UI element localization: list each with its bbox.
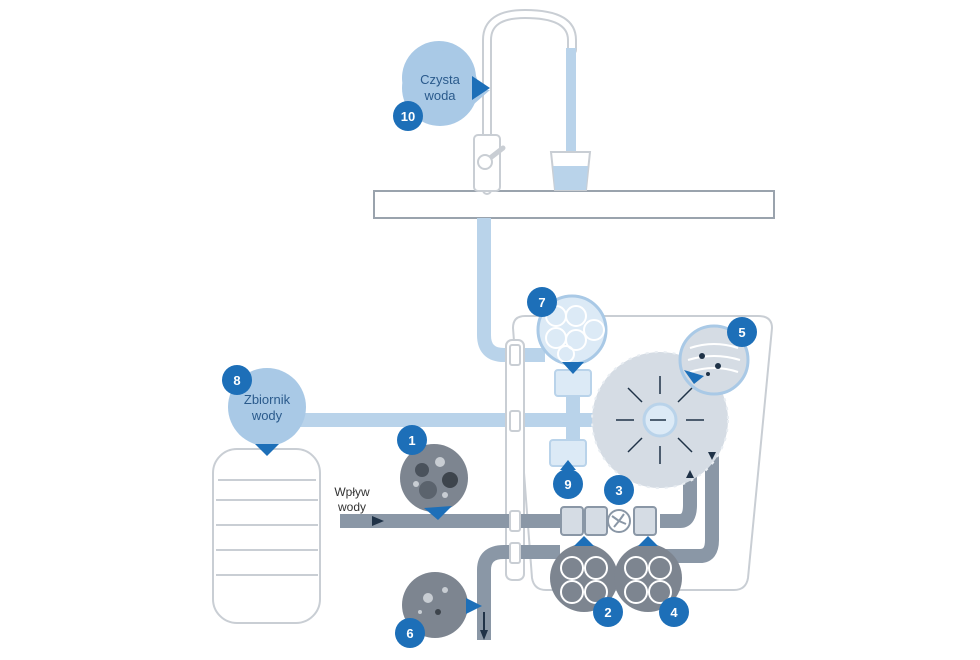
marker-9-dot bbox=[553, 469, 583, 499]
marker-9-pointer bbox=[560, 460, 576, 470]
connectors bbox=[509, 344, 521, 564]
callout-1: 1 bbox=[397, 425, 468, 520]
countertop bbox=[373, 190, 775, 219]
marker-5: 5 bbox=[738, 325, 745, 340]
marker-8: 8 bbox=[233, 373, 240, 388]
clean-water-line2: woda bbox=[423, 88, 456, 103]
down-arrow bbox=[708, 452, 716, 460]
callout-6: 6 bbox=[395, 572, 482, 648]
sediment-filter-2b bbox=[584, 506, 608, 536]
marker-3-dot bbox=[604, 475, 634, 505]
callout-5: 5 bbox=[678, 317, 757, 396]
sediment-filter-2a bbox=[560, 506, 584, 536]
tank-line2: wody bbox=[251, 408, 283, 423]
callout-7: 7 bbox=[527, 287, 608, 374]
tank-callout: Zbiornik wody 8 bbox=[222, 365, 306, 456]
clean-water-line1: Czysta bbox=[420, 72, 461, 87]
marker-9: 9 bbox=[564, 477, 571, 492]
callout-2: 2 bbox=[550, 536, 623, 627]
clean-water-callout: Czysta woda 10 bbox=[393, 40, 490, 131]
marker-2: 2 bbox=[604, 605, 611, 620]
carbon-filter-4 bbox=[633, 506, 657, 536]
marker-6: 6 bbox=[406, 626, 413, 641]
marker-10: 10 bbox=[401, 109, 415, 124]
unit-housing bbox=[511, 315, 774, 591]
marker-7: 7 bbox=[538, 295, 545, 310]
inflow-line2: wody bbox=[337, 500, 366, 514]
marker-1: 1 bbox=[408, 433, 415, 448]
inflow-line1: Wpływ bbox=[334, 485, 370, 499]
up-arrow bbox=[686, 470, 694, 478]
water-storage-tank bbox=[212, 448, 321, 624]
faucet bbox=[473, 8, 577, 195]
marker-3: 3 bbox=[615, 483, 622, 498]
callout-4: 4 bbox=[614, 536, 689, 627]
marker-4: 4 bbox=[670, 605, 678, 620]
glass bbox=[549, 151, 592, 191]
water-stream bbox=[566, 48, 576, 166]
tank-line1: Zbiornik bbox=[244, 392, 291, 407]
clean-water-pipes bbox=[300, 218, 640, 440]
inflow-arrow bbox=[372, 516, 384, 526]
drain-arrow bbox=[480, 630, 488, 640]
pump-3 bbox=[607, 509, 631, 533]
